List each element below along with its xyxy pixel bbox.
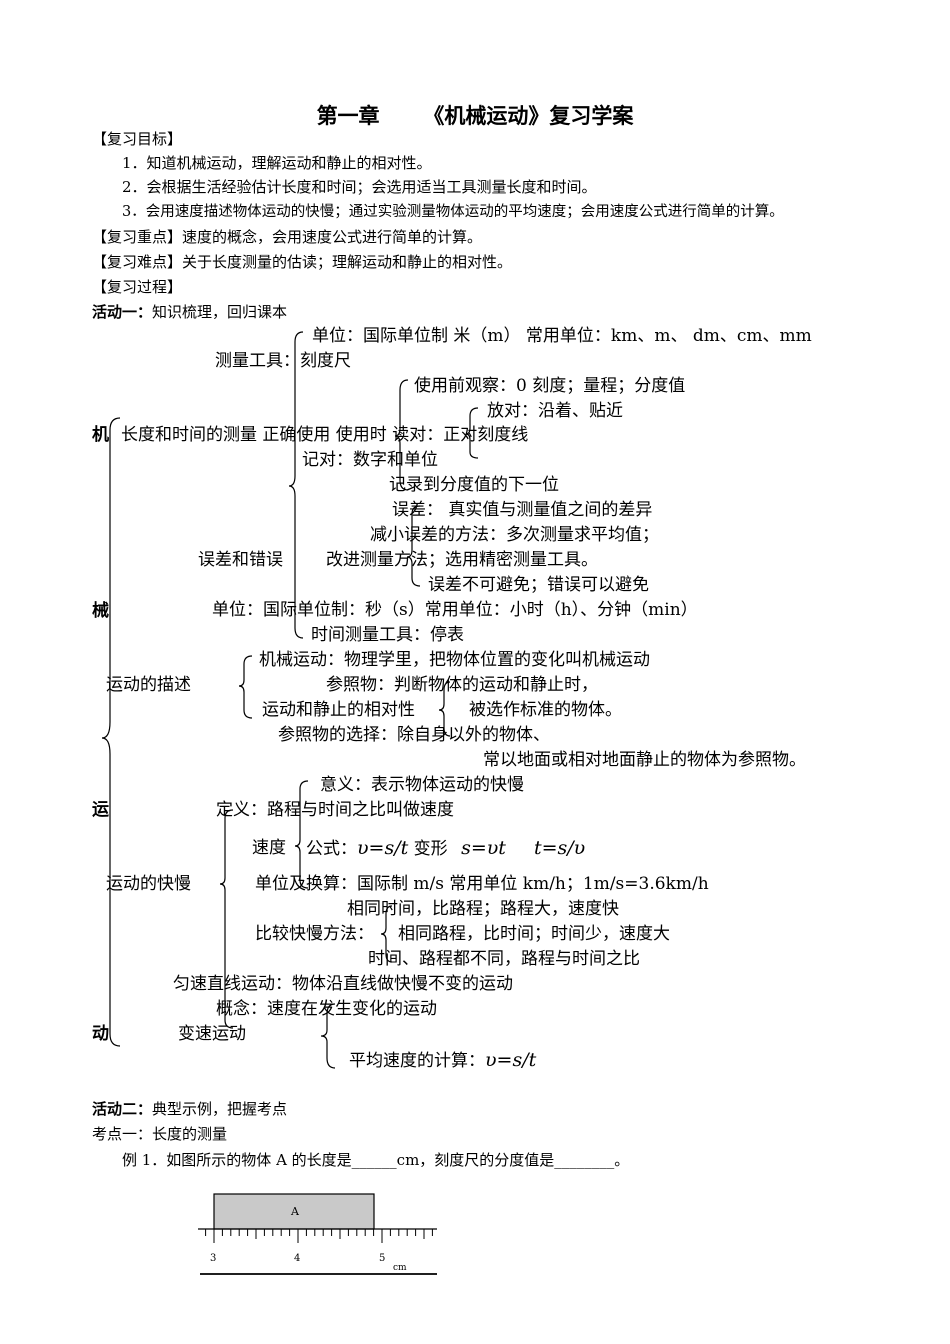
root-char: 动 [92, 1024, 109, 1044]
unavoidable: 误差不可避免；错误可以避免 [428, 575, 649, 595]
error-bracket [406, 505, 421, 587]
objective-item: 2．会根据生活经验估计长度和时间；会选用适当工具测量长度和时间。 [122, 178, 597, 196]
reference-object: 参照物：判断物体的运动和静止时， [326, 675, 598, 695]
chosen-standard: 被选作标准的物体。 [469, 700, 622, 720]
same-distance: 相同路程，比时间；时间少，速度大 [398, 924, 670, 944]
speed-formula: 公式：υ=s/t 变形 s=υt t=s/υ [306, 837, 585, 860]
time-tool: 时间测量工具：停表 [311, 625, 464, 645]
speed-definition: 定义：路程与时间之比叫做速度 [216, 800, 454, 820]
reduce-error: 减小误差的方法：多次测量求平均值； [370, 525, 659, 545]
objective-item: 1．知道机械运动，理解运动和静止的相对性。 [122, 154, 432, 172]
measurement-row: 长度和时间的测量 正确使用 使用时 读对：正对刻度线 [121, 425, 529, 445]
motion-desc-bracket [238, 655, 253, 719]
formula-deform: 变形 [408, 839, 454, 859]
uniform-motion: 匀速直线运动：物体沿直线做快慢不变的运动 [173, 974, 513, 994]
activity2-label: 活动二： [92, 1100, 153, 1118]
root-char: 械 [92, 601, 109, 621]
test-point-1: 考点一：长度的测量 [92, 1125, 228, 1143]
error-and-mistake: 误差和错误 [198, 550, 283, 570]
mechanical-motion: 机械运动：物理学里，把物体位置的变化叫机械运动 [259, 650, 650, 670]
motion-description: 运动的描述 [106, 675, 191, 695]
formula-v: υ=s/t [357, 837, 409, 859]
variable-motion: 变速运动 [178, 1024, 246, 1044]
example-1: 例 1．如图所示的物体 A 的长度是______cm，刻度尺的分度值是_____… [122, 1151, 630, 1169]
average-speed-label: 平均速度的计算： [349, 1051, 485, 1071]
variable-bracket [320, 1003, 336, 1069]
activity2: 活动二：典型示例，把握考点 [92, 1100, 287, 1118]
root-char: 运 [92, 800, 109, 820]
unit-conversion: 单位及换算：国际制 m/s 常用单位 km/h；1m/s=3.6km/h [255, 874, 709, 894]
compare-method: 比较快慢方法： [255, 924, 374, 944]
length-time-bracket [288, 331, 304, 639]
compare-bracket [380, 905, 393, 963]
error-definition: 误差： 真实值与测量值之间的差异 [392, 500, 653, 520]
objective-item: 3．会用速度描述物体运动的快慢；通过实验测量物体运动的平均速度；会用速度公式进行… [122, 204, 784, 220]
key-points: 【复习重点】速度的概念，会用速度公式进行简单的计算。 [92, 228, 483, 246]
activity1-text: 知识梳理，回归课本 [152, 303, 288, 321]
ground-reference: 常以地面或相对地面静止的物体为参照物。 [483, 750, 806, 770]
motion-speed-bracket [219, 809, 234, 1029]
record-right: 记对：数字和单位 [302, 450, 438, 470]
formula-t: t=s/υ [533, 837, 586, 859]
relativity: 运动和静止的相对性 [262, 700, 415, 720]
activity1-label: 活动一： [92, 303, 153, 321]
average-speed: 平均速度的计算：υ=s/t [349, 1049, 536, 1072]
length-unit: 单位：国际单位制 米（m） 常用单位：km、m、 dm、cm、mm [312, 326, 812, 346]
speed-label: 速度 [252, 838, 286, 858]
same-time: 相同时间，比路程；路程大，速度快 [347, 899, 619, 919]
time-unit: 单位：国际单位制：秒（s）常用单位：小时（h）、分钟（min） [212, 600, 698, 620]
process-heading: 【复习过程】 [92, 278, 183, 296]
reference-choice: 参照物的选择：除自身以外的物体、 [278, 725, 550, 745]
root-char: 机 [92, 425, 109, 445]
place-right: 放对：沿着、贴近 [487, 401, 623, 421]
use-time-bracket [465, 407, 479, 459]
activity1: 活动一：知识梳理，回归课本 [92, 303, 287, 321]
before-use: 使用前观察：0 刻度；量程；分度值 [414, 376, 686, 396]
motion-speed: 运动的快慢 [106, 874, 191, 894]
variable-concept: 概念：速度在发生变化的运动 [216, 999, 437, 1019]
different-both: 时间、路程都不同，路程与时间之比 [368, 949, 640, 969]
objectives-heading: 【复习目标】 [92, 130, 183, 148]
correct-use-bracket [394, 379, 409, 491]
average-speed-formula: υ=s/t [485, 1049, 537, 1071]
measure-tool: 测量工具：刻度尺 [215, 351, 351, 371]
improve-method: 改进测量方法；选用精密测量工具。 [326, 550, 598, 570]
formula-s: s=υt [461, 837, 506, 859]
speed-meaning: 意义：表示物体运动的快慢 [320, 775, 524, 795]
relativity-bracket [438, 681, 451, 737]
page-title: 第一章 《机械运动》复习学案 [316, 104, 634, 128]
speed-bracket [294, 780, 309, 889]
record-next: 记录到分度值的下一位 [389, 475, 559, 495]
root-bracket [101, 417, 121, 1047]
formula-label: 公式： [306, 839, 357, 859]
difficulties: 【复习难点】关于长度测量的估读；理解运动和静止的相对性。 [92, 253, 513, 271]
activity2-text: 典型示例，把握考点 [152, 1100, 288, 1118]
